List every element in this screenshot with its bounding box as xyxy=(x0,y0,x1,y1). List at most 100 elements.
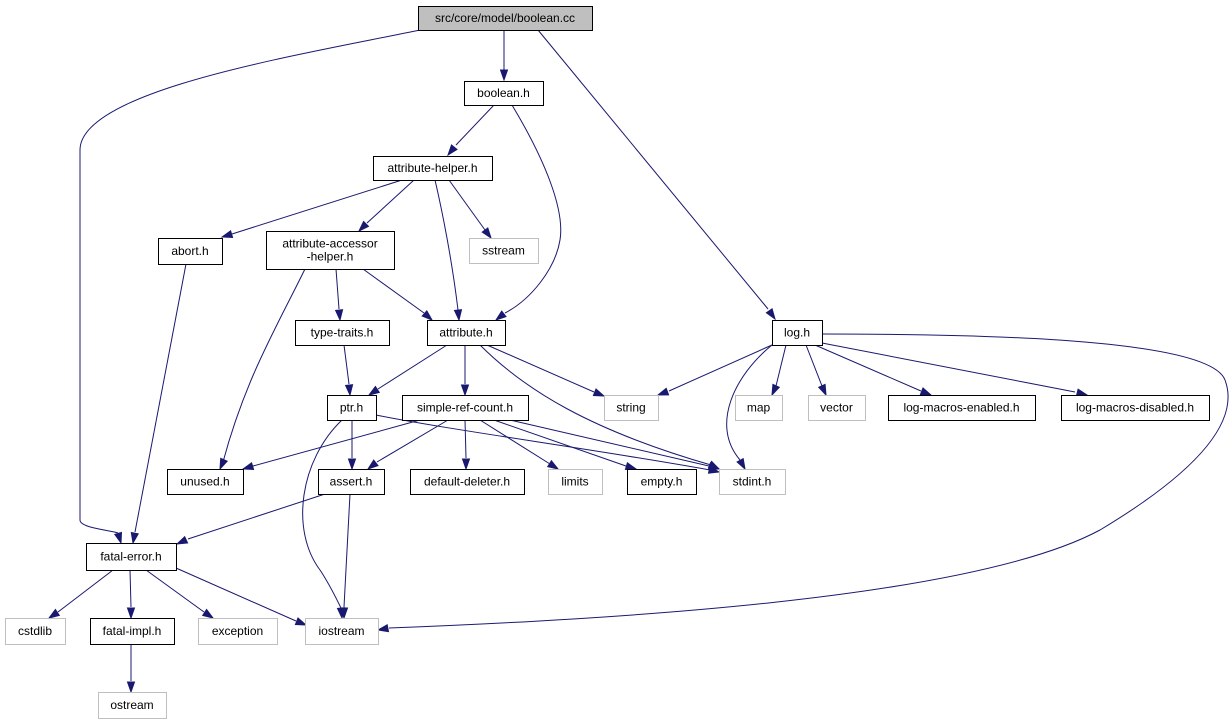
edge-line xyxy=(362,268,425,314)
edge-line xyxy=(805,344,823,387)
arrowhead xyxy=(817,383,827,397)
edge-line xyxy=(175,567,297,622)
node-boolean-h[interactable]: boolean.h xyxy=(464,81,544,106)
edge-line xyxy=(145,569,205,613)
arrowhead xyxy=(130,531,139,545)
arrowhead xyxy=(494,310,507,321)
node-boolean-cc[interactable]: src/core/model/boolean.cc xyxy=(418,6,593,31)
edge-ptr-h-to-iostream xyxy=(302,419,346,620)
node-log-h[interactable]: log.h xyxy=(772,320,823,346)
edge-line xyxy=(231,179,403,235)
node-empty-h[interactable]: empty.h xyxy=(627,469,697,495)
edge-abort-h-to-fatal-error-h xyxy=(130,263,187,545)
arrowhead xyxy=(736,457,746,471)
edge-line xyxy=(302,419,343,609)
arrowhead xyxy=(366,459,379,470)
edges-layer xyxy=(47,29,1229,694)
node-box xyxy=(427,320,506,346)
arrowhead xyxy=(241,461,255,471)
node-label: string xyxy=(616,401,645,415)
edge-simple-ref-count-h-to-empty-h xyxy=(493,419,638,471)
arrowhead xyxy=(499,69,509,82)
edge-line xyxy=(775,344,787,387)
node-map: map xyxy=(735,395,783,421)
node-attribute-h[interactable]: attribute.h xyxy=(427,320,506,346)
edge-line xyxy=(377,344,448,390)
node-box xyxy=(318,469,385,495)
edge-line xyxy=(252,419,421,467)
arrowhead xyxy=(113,531,123,545)
arrowhead xyxy=(220,229,234,239)
arrowhead xyxy=(126,607,136,620)
node-simple-ref-count-h[interactable]: simple-ref-count.h xyxy=(402,395,529,421)
arrowhead xyxy=(347,458,357,471)
edge-attribute-h-to-simple-ref-count-h xyxy=(460,345,470,397)
node-box xyxy=(418,6,593,31)
edge-simple-ref-count-h-to-unused-h xyxy=(241,419,421,471)
arrowhead xyxy=(1075,388,1089,397)
node-ptr-h[interactable]: ptr.h xyxy=(327,395,377,421)
node-attribute-accessor-helper-h[interactable]: attribute-accessor-helper.h xyxy=(266,231,395,270)
node-box xyxy=(735,395,783,421)
node-label: unused.h xyxy=(180,475,229,489)
node-label: sstream xyxy=(482,244,525,258)
node-box xyxy=(295,320,390,346)
edge-line xyxy=(57,569,114,613)
node-label: fatal-error.h xyxy=(100,550,161,564)
edge-line xyxy=(343,344,350,385)
edge-log-h-to-map xyxy=(771,344,787,397)
node-label: attribute.h xyxy=(439,326,492,340)
edge-line xyxy=(493,419,627,467)
edge-simple-ref-count-h-to-limits xyxy=(479,419,560,470)
edge-fatal-error-h-to-iostream xyxy=(175,567,308,626)
arrowhead xyxy=(592,388,606,397)
edge-line xyxy=(814,344,922,392)
node-unused-h[interactable]: unused.h xyxy=(167,469,244,495)
node-label: boolean.h xyxy=(477,86,530,100)
arrowhead xyxy=(294,617,308,626)
node-iostream: iostream xyxy=(305,618,379,645)
edge-line xyxy=(388,333,1229,629)
node-attribute-helper-h[interactable]: attribute-helper.h xyxy=(373,156,493,181)
edge-attribute-helper-h-to-sstream xyxy=(448,179,492,240)
arrowhead xyxy=(461,458,471,471)
arrowhead xyxy=(334,309,344,322)
arrowhead xyxy=(421,309,434,322)
node-abort-h[interactable]: abort.h xyxy=(158,238,223,265)
edge-ptr-h-to-stdint-h xyxy=(375,414,721,474)
node-ostream: ostream xyxy=(98,692,167,719)
node-log-macros-enabled-h[interactable]: log-macros-enabled.h xyxy=(888,395,1036,421)
edge-line xyxy=(134,263,187,533)
node-type-traits-h[interactable]: type-traits.h xyxy=(295,320,390,346)
edge-line xyxy=(464,419,467,459)
node-log-macros-disabled-h[interactable]: log-macros-disabled.h xyxy=(1061,395,1210,421)
node-box xyxy=(98,692,167,719)
node-label: cstdlib xyxy=(18,624,52,638)
node-label: simple-ref-count.h xyxy=(417,401,513,415)
node-label: empty.h xyxy=(641,475,683,489)
arrowhead xyxy=(919,387,933,396)
node-label: ptr.h xyxy=(340,401,363,415)
arrowhead xyxy=(481,227,492,240)
node-fatal-impl-h[interactable]: fatal-impl.h xyxy=(90,618,175,645)
node-vector: vector xyxy=(808,395,866,421)
node-box xyxy=(198,618,278,645)
arrowhead xyxy=(656,387,670,396)
edge-fatal-error-h-to-cstdlib xyxy=(47,569,114,619)
edge-line xyxy=(187,493,326,540)
node-box xyxy=(327,395,377,421)
node-label: log.h xyxy=(784,326,810,340)
edge-simple-ref-count-h-to-assert-h xyxy=(366,419,449,470)
edge-boolean-h-to-attribute-h xyxy=(494,104,562,321)
edge-line xyxy=(479,344,712,466)
node-box xyxy=(167,469,244,495)
node-fatal-error-h[interactable]: fatal-error.h xyxy=(86,543,177,571)
edge-line xyxy=(821,342,1076,393)
node-default-deleter-h[interactable]: default-deleter.h xyxy=(410,469,525,495)
node-assert-h[interactable]: assert.h xyxy=(318,469,385,495)
arrowhead xyxy=(546,459,560,470)
edge-boolean-cc-to-fatal-error-h xyxy=(79,29,421,545)
edge-attribute-accessor-helper-h-to-attribute-h xyxy=(362,268,434,322)
node-string: string xyxy=(604,395,659,421)
node-box xyxy=(548,469,603,495)
